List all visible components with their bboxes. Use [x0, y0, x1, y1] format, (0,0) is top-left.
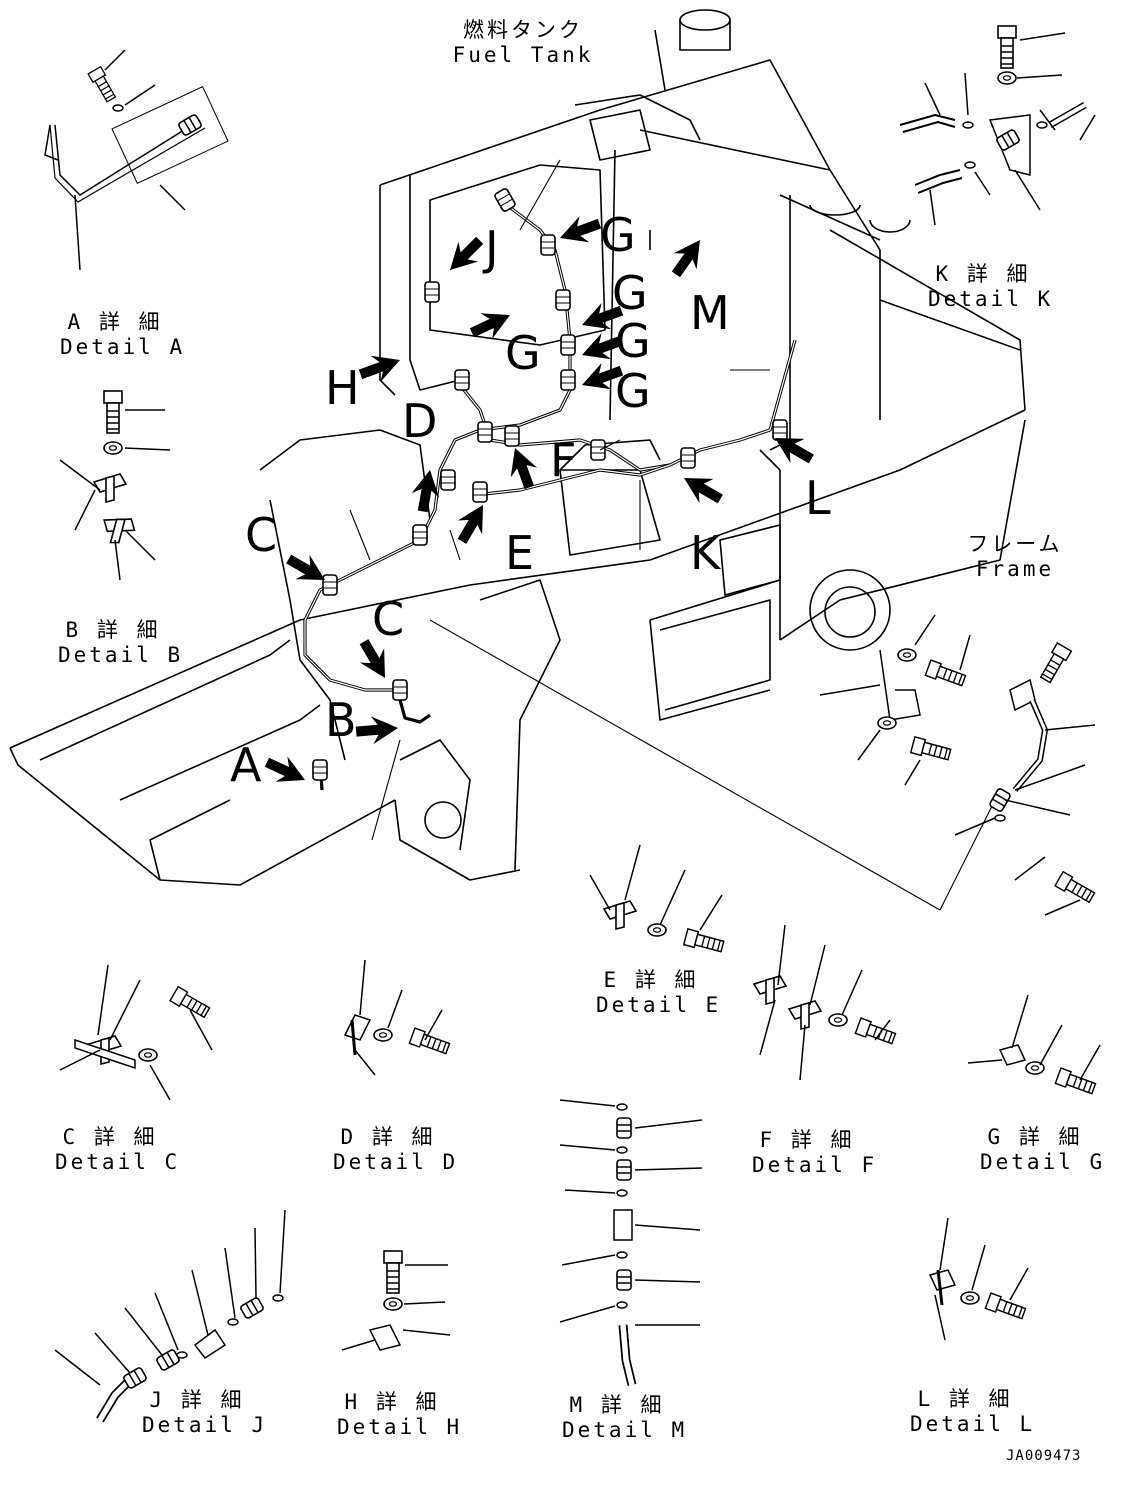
leader-lines: [349, 159, 1001, 911]
detail-e-drawing: [589, 844, 726, 956]
detail-c-label-en: Detail C: [55, 1150, 181, 1174]
callout-g-3: G: [505, 326, 541, 380]
detail-j-label-jp: J 詳 細: [149, 1388, 245, 1412]
detail-j-drawing: [54, 1209, 286, 1423]
callout-g-2: G: [612, 266, 648, 320]
detail-h-label: H 詳 細 Detail H: [337, 1390, 463, 1440]
detail-c-label-jp: C 詳 細: [62, 1125, 158, 1149]
drawing-code: JA009473: [1006, 1448, 1082, 1464]
detail-f-label: F 詳 細 Detail F: [752, 1128, 878, 1178]
detail-g-label-jp: G 詳 細: [987, 1125, 1083, 1149]
detail-a-label: A 詳 細 Detail A: [60, 310, 186, 360]
detail-b-label-en: Detail B: [58, 643, 184, 667]
detail-k-drawing: [899, 25, 1096, 226]
detail-j-label: J 詳 細 Detail J: [142, 1388, 268, 1438]
detail-e-label-jp: E 詳 細: [603, 968, 699, 992]
callout-l: L: [805, 471, 831, 525]
machine-frame: [9, 9, 1026, 886]
detail-d-drawing: [343, 959, 452, 1076]
callout-g-5: G: [615, 364, 651, 418]
frame-label-jp: フレーム: [967, 532, 1063, 556]
detail-d-label-jp: D 詳 細: [340, 1125, 436, 1149]
fuel-tank-label-en: Fuel Tank: [452, 43, 594, 67]
frame-label: フレーム Frame: [965, 532, 1065, 582]
detail-m-label: M 詳 細 Detail M: [562, 1393, 688, 1443]
detail-d-label-en: Detail D: [333, 1150, 459, 1174]
callout-e: E: [505, 526, 535, 580]
callout-b: B: [325, 693, 357, 747]
detail-m-drawing: [559, 1099, 703, 1387]
detail-j-label-en: Detail J: [142, 1413, 268, 1437]
detail-a-label-en: Detail A: [60, 335, 186, 359]
detail-g-label-en: Detail G: [980, 1150, 1106, 1174]
detail-m-label-jp: M 詳 細: [569, 1393, 665, 1417]
detail-h-drawing: [341, 1250, 451, 1351]
detail-c-drawing: [59, 964, 213, 1101]
callout-c-center: C: [372, 592, 405, 646]
detail-l-label: L 詳 細 Detail L: [910, 1387, 1036, 1437]
callout-a: A: [230, 738, 262, 792]
callout-f: F: [550, 433, 577, 487]
detail-a-label-jp: A 詳 細: [67, 310, 163, 334]
detail-e-label-en: Detail E: [596, 993, 722, 1017]
callout-d: D: [402, 394, 438, 448]
detail-f-label-jp: F 詳 細: [759, 1128, 855, 1152]
detail-b-label-jp: B 詳 細: [65, 618, 161, 642]
detail-f-label-en: Detail F: [752, 1153, 878, 1177]
callout-j: J: [485, 221, 499, 275]
detail-b-drawing: [59, 390, 171, 581]
detail-b-label: B 詳 細 Detail B: [58, 618, 184, 668]
callout-m: M: [690, 286, 730, 340]
detail-l-label-en: Detail L: [910, 1412, 1036, 1436]
callout-g-1: G: [600, 208, 636, 262]
detail-g-drawing: [967, 994, 1101, 1097]
detail-k-label: K 詳 細 Detail K: [928, 262, 1054, 312]
detail-g-label: G 詳 細 Detail G: [980, 1125, 1106, 1175]
fuel-tank-label: 燃料タンク Fuel Tank: [448, 18, 598, 68]
detail-right-frame-drawing: [819, 614, 1097, 916]
detail-h-label-en: Detail H: [337, 1415, 463, 1439]
detail-l-drawing: [928, 1217, 1029, 1341]
frame-label-en: Frame: [975, 557, 1055, 581]
callout-k: K: [690, 526, 721, 580]
fuel-tank-label-jp: 燃料タンク: [463, 18, 583, 42]
callout-c-left: C: [245, 508, 278, 562]
detail-k-label-en: Detail K: [928, 287, 1054, 311]
detail-k-label-jp: K 詳 細: [935, 262, 1031, 286]
detail-a-drawing: [44, 49, 229, 271]
detail-m-label-en: Detail M: [562, 1418, 688, 1442]
callout-h: H: [325, 361, 360, 415]
detail-e-label: E 詳 細 Detail E: [596, 968, 722, 1018]
detail-d-label: D 詳 細 Detail D: [333, 1125, 459, 1175]
callout-g-4: G: [615, 314, 651, 368]
detail-h-label-jp: H 詳 細: [344, 1390, 440, 1414]
detail-f-drawing: [753, 924, 898, 1081]
detail-c-label: C 詳 細 Detail C: [55, 1125, 181, 1175]
detail-l-label-jp: L 詳 細: [917, 1387, 1013, 1411]
